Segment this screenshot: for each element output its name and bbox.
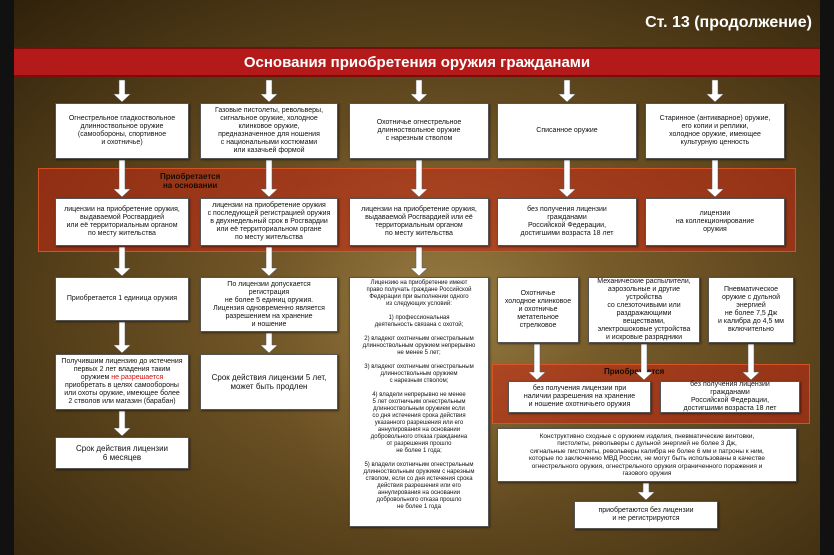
arrow [409, 159, 429, 198]
arrow [112, 159, 132, 198]
arrow [557, 79, 577, 103]
category-decommissioned: Списанное оружие [497, 103, 637, 159]
restriction-text-suffix: приобретать в целях самообороны или охот… [64, 382, 180, 405]
arrow [527, 343, 547, 381]
basis-gas-signal: лицензии на приобретение оружия с послед… [200, 198, 338, 246]
hunting-bladed-basis: без получения лицензии при наличии разре… [508, 381, 651, 413]
arrow [557, 159, 577, 198]
category-pneumatic: Пневматическое оружие с дульной энергией… [708, 277, 794, 343]
right-frame [820, 0, 834, 555]
left-frame [0, 0, 14, 555]
category-sprays-shockers: Механические распылители, аэрозольные и … [588, 277, 700, 343]
basis-decommissioned: без получения лицензии гражданами Россий… [497, 198, 637, 246]
arrow [705, 159, 725, 198]
arrow [259, 332, 279, 354]
article-number: Ст. 13 (продолжение) [645, 14, 812, 31]
category-gas-signal-bladed: Газовые пистолеты, револьверы, сигнально… [200, 103, 338, 159]
arrow [259, 246, 279, 277]
basis-smoothbore: лицензии на приобретение оружия, выдавае… [55, 198, 189, 246]
arrow [634, 343, 654, 381]
category-rifled-hunting: Охотничье огнестрельное длинноствольное … [349, 103, 489, 159]
restriction-text-prefix: Получившим лицензию до истечения первых … [61, 358, 183, 381]
license-term-6-months: Срок действия лицензии 6 месяцев [55, 437, 189, 469]
arrow [112, 321, 132, 354]
arrow [636, 482, 656, 501]
rifled-conditions: Лицензию на приобретение имеют право пол… [349, 277, 489, 527]
arrow [705, 79, 725, 103]
no-license-no-registration: приобретаются без лицензии и не регистри… [574, 501, 718, 529]
arrow [112, 79, 132, 103]
similar-items-description: Конструктивно сходные с оружием изделия,… [497, 428, 797, 482]
category-hunting-bladed: Охотничье холодное клинковое и охотничье… [497, 277, 579, 343]
basis-rifled: лицензии на приобретение оружия, выдавае… [349, 198, 489, 246]
arrow [259, 79, 279, 103]
five-units-note: По лицензии допускается регистрация не б… [200, 277, 338, 332]
arrow [741, 343, 761, 381]
arrow [259, 159, 279, 198]
category-smoothbore: Огнестрельное гладкоствольное длинноство… [55, 103, 189, 159]
arrow [409, 246, 429, 277]
page-title: Основания приобретения оружия гражданами [14, 47, 820, 77]
acquired-on-basis-label: Приобретается на основании [160, 172, 221, 190]
two-years-restriction: Получившим лицензию до истечения первых … [55, 354, 189, 410]
category-antique: Старинное (антикварное) оружие, его копи… [645, 103, 785, 159]
arrow [112, 410, 132, 437]
license-term-5-years: Срок действия лицензии 5 лет, может быть… [200, 354, 338, 410]
acquired-label: Приобретается [604, 367, 665, 376]
arrow [409, 79, 429, 103]
sprays-pneumatic-basis: без получения лицензии гражданами Россий… [660, 381, 800, 413]
one-unit-note: Приобретается 1 единица оружия [55, 277, 189, 321]
arrow [112, 246, 132, 277]
not-allowed-text: не разрешается [111, 374, 164, 381]
basis-antique: лицензии на коллекционирование оружия [645, 198, 785, 246]
